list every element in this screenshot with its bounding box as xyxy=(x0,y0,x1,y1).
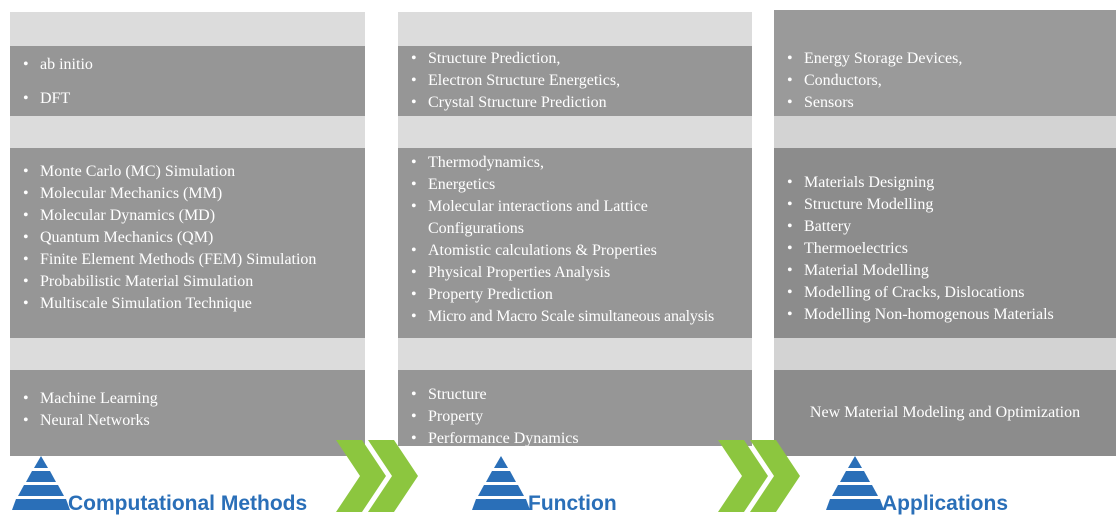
double-chevron-icon xyxy=(336,440,418,512)
list-item: Materials Designing xyxy=(774,172,1116,194)
list-item: Structure Prediction, xyxy=(398,48,752,70)
light-band xyxy=(10,116,365,148)
pyramid-icon xyxy=(12,456,70,510)
light-band xyxy=(774,116,1116,148)
list-item: Modelling of Cracks, Dislocations xyxy=(774,282,1116,304)
light-band xyxy=(10,338,365,370)
footer-label: Applications xyxy=(882,492,1009,515)
box-devices: Energy Storage Devices, Conductors, Sens… xyxy=(774,46,1116,116)
list-item: Atomistic calculations & Properties xyxy=(398,240,752,262)
light-band xyxy=(398,338,752,370)
column-applications: Energy Storage Devices, Conductors, Sens… xyxy=(774,0,1116,456)
light-band xyxy=(774,10,1116,46)
list-item: Structure Modelling xyxy=(774,194,1116,216)
list-item: Neural Networks xyxy=(10,410,365,432)
box-dynamics: Structure Property Performance Dynamics xyxy=(398,370,752,450)
double-chevron-icon xyxy=(718,440,800,512)
pyramid-icon xyxy=(826,456,884,510)
footer-function: Function xyxy=(472,456,617,515)
list-item: Crystal Structure Prediction xyxy=(398,92,752,114)
box-analysis-functions: Thermodynamics, Energetics Molecular int… xyxy=(398,148,752,338)
list-item: Quantum Mechanics (QM) xyxy=(10,227,365,249)
light-band xyxy=(398,116,752,148)
list-item: Modelling Non-homogenous Materials xyxy=(774,304,1116,326)
footer-computational-methods: Computational Methods xyxy=(12,456,307,515)
list-item: Material Modelling xyxy=(774,260,1116,282)
list-item: DFT xyxy=(10,88,365,110)
list-item: Electron Structure Energetics, xyxy=(398,70,752,92)
list-item: Property xyxy=(398,406,752,428)
list-item: Micro and Macro Scale simultaneous analy… xyxy=(398,306,752,328)
light-band xyxy=(398,12,752,46)
list-item: Molecular Dynamics (MD) xyxy=(10,205,365,227)
list-item: Multiscale Simulation Technique xyxy=(10,293,365,315)
list-item: Property Prediction xyxy=(398,284,752,306)
list-item: Physical Properties Analysis xyxy=(398,262,752,284)
list-item: Thermodynamics, xyxy=(398,152,752,174)
list-item: Molecular Mechanics (MM) xyxy=(10,183,365,205)
list-item: Machine Learning xyxy=(10,388,365,410)
light-band xyxy=(774,338,1116,370)
footer-label: Function xyxy=(528,492,617,515)
light-band xyxy=(10,12,365,46)
list-item: Conductors, xyxy=(774,70,1116,92)
box-ml-methods: Machine Learning Neural Networks xyxy=(10,370,365,456)
list-item: Battery xyxy=(774,216,1116,238)
box-optimization: New Material Modeling and Optimization xyxy=(774,370,1116,456)
box-simulation-methods: Monte Carlo (MC) Simulation Molecular Me… xyxy=(10,148,365,338)
list-item: ab initio xyxy=(10,54,365,76)
list-item: Molecular interactions and Lattice Confi… xyxy=(398,196,728,240)
list-item: Thermoelectrics xyxy=(774,238,1116,260)
list-item: Energy Storage Devices, xyxy=(774,48,1116,70)
list-item: Monte Carlo (MC) Simulation xyxy=(10,161,365,183)
footer-label: Computational Methods xyxy=(68,492,308,515)
column-function: Structure Prediction, Electron Structure… xyxy=(398,0,752,456)
footer-applications: Applications xyxy=(826,456,1008,515)
box-basic-methods: ab initio DFT xyxy=(10,46,365,116)
list-item: Sensors xyxy=(774,92,1116,114)
optimization-text: New Material Modeling and Optimization xyxy=(809,404,1081,421)
list-item: Probabilistic Material Simulation xyxy=(10,271,365,293)
pyramid-icon xyxy=(472,456,530,510)
column-computational-methods: ab initio DFT Monte Carlo (MC) Simulatio… xyxy=(10,0,365,456)
list-item: Performance Dynamics xyxy=(398,428,752,450)
list-item: Structure xyxy=(398,384,752,406)
list-item: Finite Element Methods (FEM) Simulation xyxy=(10,249,365,271)
box-modelling-applications: Materials Designing Structure Modelling … xyxy=(774,148,1116,338)
box-structure-prediction: Structure Prediction, Electron Structure… xyxy=(398,46,752,116)
list-item: Energetics xyxy=(398,174,752,196)
